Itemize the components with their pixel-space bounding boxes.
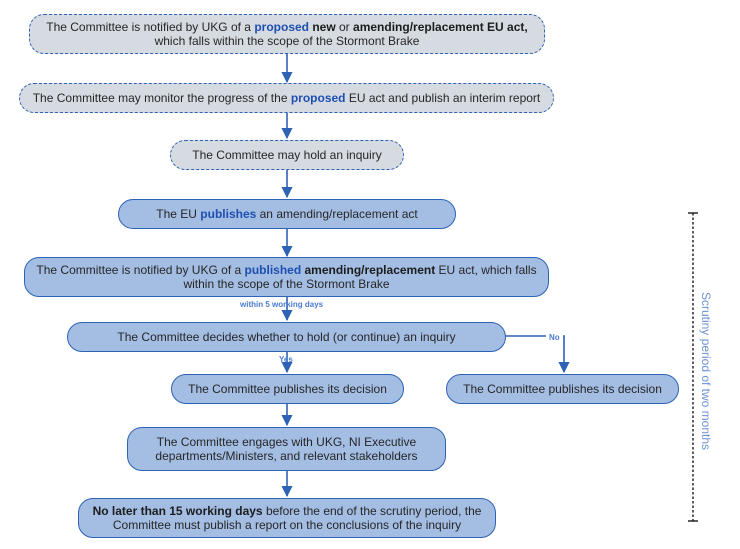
step-publishes-decision-no: The Committee publishes its decision — [446, 374, 679, 404]
label-no: No — [546, 333, 563, 342]
step-text: The Committee engages with UKG, NI Execu… — [156, 435, 417, 449]
step-text: The Committee publishes its decision — [188, 382, 387, 396]
step-text: The Committee may monitor the progress o… — [32, 91, 291, 105]
step-may-hold-inquiry: The Committee may hold an inquiry — [170, 140, 404, 170]
step-emphasis: new — [309, 20, 336, 34]
step-publishes-decision-yes: The Committee publishes its decision — [171, 374, 404, 404]
step-text: The Committee publishes its decision — [463, 382, 662, 396]
step-text: before the end of the scrutiny period, t… — [262, 504, 482, 518]
step-text: The Committee is notified by UKG of a — [36, 263, 245, 277]
scrutiny-bracket — [688, 212, 698, 522]
step-text: or — [335, 20, 354, 34]
step-decides-inquiry: The Committee decides whether to hold (o… — [67, 322, 506, 352]
label-yes: Yes — [279, 355, 293, 364]
step-text: The Committee may hold an inquiry — [192, 148, 382, 162]
step-text: an amending/replacement act — [256, 207, 418, 221]
step-text: departments/Ministers, and relevant stak… — [155, 449, 418, 463]
step-emphasis: published — [244, 263, 302, 277]
step-text: EU act and publish an interim report — [345, 91, 541, 105]
step-text: which falls within the scope of the Stor… — [154, 34, 420, 48]
step-emphasis: proposed — [290, 91, 346, 105]
step-engages-stakeholders: The Committee engages with UKG, NI Execu… — [127, 427, 446, 471]
step-text: The Committee decides whether to hold (o… — [117, 330, 456, 344]
step-publish-report: No later than 15 working days before the… — [78, 498, 496, 538]
scrutiny-period-label: Scrutiny period of two months — [699, 291, 713, 451]
step-emphasis: amending/replacement — [301, 263, 436, 277]
step-notified-published: The Committee is notified by UKG of a pu… — [24, 257, 549, 297]
arrow-s6-no — [505, 335, 570, 374]
step-emphasis: No later than 15 working days — [92, 504, 263, 518]
step-text: within the scope of the Stormont Brake — [183, 277, 390, 291]
step-text: The Committee is notified by UKG of a — [46, 20, 255, 34]
step-text: Committee must publish a report on the c… — [112, 518, 462, 532]
step-monitor-progress: The Committee may monitor the progress o… — [19, 83, 554, 113]
step-emphasis: publishes — [200, 207, 257, 221]
step-text: The EU — [156, 207, 201, 221]
step-emphasis: proposed — [254, 20, 309, 34]
step-eu-publishes: The EU publishes an amending/replacement… — [118, 199, 456, 229]
step-text: EU act, which falls — [435, 263, 537, 277]
label-within-5-working-days: within 5 working days — [240, 300, 324, 309]
step-notified-proposed: The Committee is notified by UKG of a pr… — [29, 14, 545, 54]
step-emphasis: amending/replacement EU act, — [353, 20, 528, 34]
